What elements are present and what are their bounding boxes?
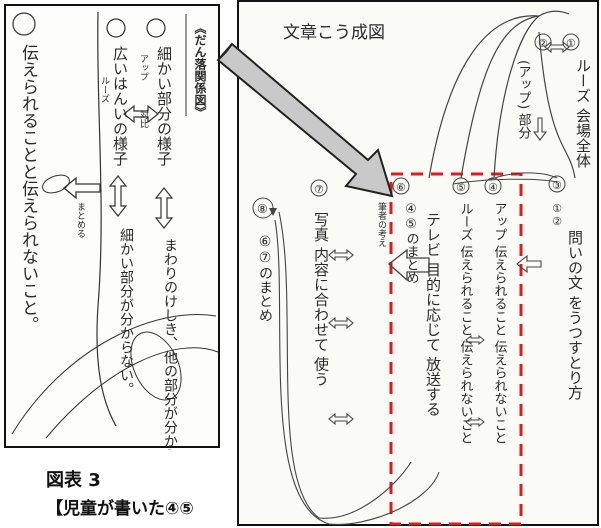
figure-caption-title: 図表 3	[46, 470, 101, 491]
right-panel-drawing	[252, 10, 580, 526]
left-panel-drawing	[11, 11, 219, 439]
vertical-double-arrow-icon	[108, 175, 128, 217]
circle-four-mark	[146, 18, 166, 38]
matome-label: まとめる	[75, 202, 86, 238]
c6-sub: ④⑤のまとめ	[404, 202, 419, 284]
vertical-double-arrow-icon	[154, 187, 174, 229]
c6-note: 筆者の考え	[376, 201, 387, 247]
c8-sub: ⑥⑦のまとめ	[257, 234, 273, 322]
down-arrow-icon	[532, 117, 548, 141]
col4-note: アップ	[138, 54, 148, 81]
circle-five-mark	[106, 18, 126, 38]
c3-text: 問いの文 をうつすとり方	[566, 230, 584, 401]
c1-number: ①	[566, 37, 576, 50]
col5-text2: 細かい部分が分からない。	[118, 228, 134, 396]
c2-number: ②	[538, 37, 548, 50]
col4-tsui: 対比	[138, 109, 149, 128]
left-arrow-icon	[62, 176, 101, 200]
c7-text: 写真 内容に合わせて 使う	[312, 212, 330, 387]
col4-text1: 細かい部分の様子	[155, 46, 173, 166]
double-arrow-icon	[328, 248, 354, 262]
c3-sub: ①②	[551, 202, 564, 228]
double-arrow-icon	[544, 40, 570, 54]
c3-number: ③	[552, 179, 562, 192]
c2-text: (アップ) 部分	[516, 60, 532, 141]
left-arrow-icon	[516, 254, 542, 274]
col4-text2: まわりのけしき、他の部分が分からない。	[162, 238, 178, 450]
col5-text1: 広いはんいの様子	[111, 46, 129, 166]
highlight-dashed-box	[389, 172, 523, 526]
double-arrow-icon	[123, 104, 159, 124]
c4-text: アップ 伝えられること 伝えられないこと	[492, 202, 508, 445]
c7-number: ⑦	[314, 183, 324, 196]
c5-text: ルーズ 伝えられること 伝えられないこと	[458, 202, 474, 445]
c6-number: ⑥	[396, 181, 406, 194]
col6-text: 伝えられることと伝えられないこと。	[18, 44, 39, 333]
composition-chart-title: 文章こう成図	[283, 23, 385, 43]
big-left-arrow-icon	[387, 248, 430, 282]
circle-six-mark	[12, 12, 36, 36]
double-arrow-icon	[328, 412, 354, 426]
c8-number: ⑧	[257, 202, 268, 216]
left-panel-text-layer: 《だん落関係図》 ④ 細かい部分の様子 アップ 対比 まわりのけしき、他の部分が…	[18, 22, 207, 450]
right-panel-text-layer: 文章こう成図 ① ルーズ 会場全体 ② (アップ) 部分 ③ ①② 問いの文 を…	[257, 23, 592, 445]
c6-text: テレビ 目的に応じて 放送する	[424, 212, 442, 417]
c4-number: ④	[488, 181, 498, 194]
figure-caption-subtitle: 【児童が書いた④⑤	[46, 499, 194, 519]
left-handwritten-panel: 《だん落関係図》 ④ 細かい部分の様子 アップ 対比 まわりのけしき、他の部分が…	[4, 4, 220, 450]
double-arrow-icon	[328, 316, 354, 330]
c1-text: ルーズ 会場全体	[574, 58, 592, 168]
c5-number: ⑤	[456, 181, 466, 194]
right-handwritten-panel: 文章こう成図 ① ルーズ 会場全体 ② (アップ) 部分 ③ ①② 問いの文 を…	[237, 0, 599, 526]
col5-note: ルーズ	[99, 76, 110, 103]
left-header-label: 《だん落関係図》	[193, 22, 207, 118]
